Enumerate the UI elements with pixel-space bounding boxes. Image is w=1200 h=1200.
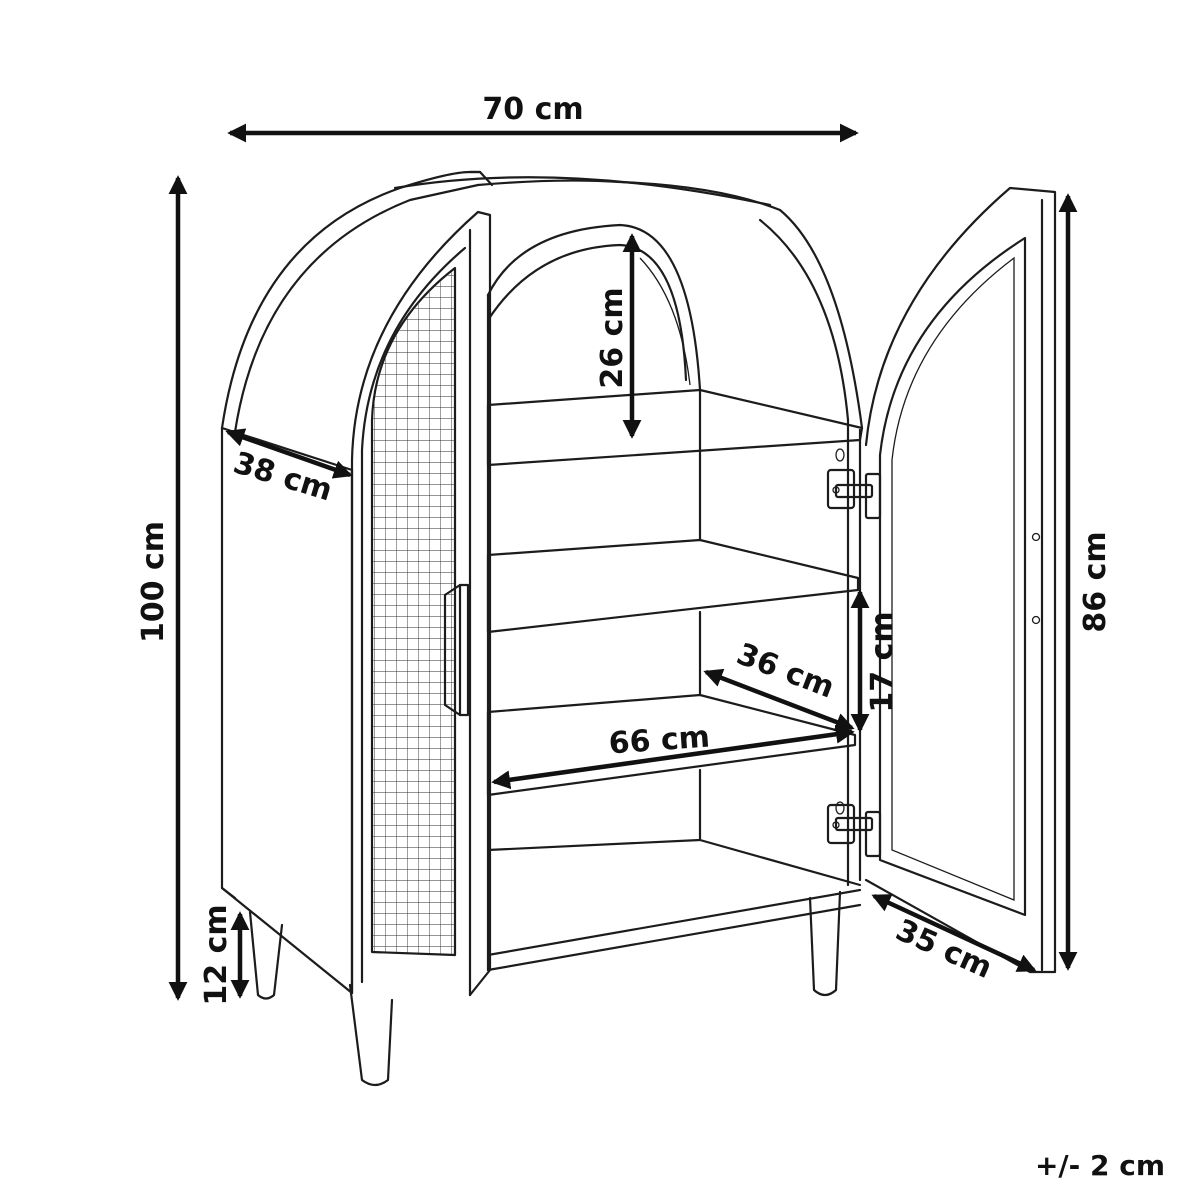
shelves bbox=[486, 388, 864, 797]
label-shelf-width: 66 cm bbox=[608, 720, 711, 762]
hinge-top bbox=[826, 448, 882, 520]
leg-front-right bbox=[808, 890, 842, 997]
dimension-labels: 70 cm 100 cm 38 cm 26 cm 86 cm 17 cm 36 … bbox=[136, 92, 1113, 1006]
left-door-handle bbox=[443, 583, 470, 717]
dim-door-width-line bbox=[871, 893, 1037, 973]
dim-shelf-depth-line bbox=[703, 668, 855, 732]
leg-left-rear bbox=[248, 910, 284, 1000]
hinge-bottom bbox=[826, 801, 882, 858]
cabinet-drawing bbox=[220, 170, 1057, 1087]
shelf-3 bbox=[486, 693, 857, 797]
label-depth: 38 cm bbox=[229, 445, 336, 508]
left-door bbox=[350, 210, 492, 997]
cabinet-interior bbox=[486, 223, 862, 972]
label-top-compartment: 26 cm bbox=[595, 287, 630, 388]
dim-depth-line bbox=[225, 428, 353, 479]
leg-front-left bbox=[348, 983, 394, 1087]
shelf-1 bbox=[486, 388, 864, 467]
left-side-panel bbox=[220, 426, 354, 995]
label-door-height: 86 cm bbox=[1078, 531, 1113, 632]
dim-shelf-width-line bbox=[491, 724, 855, 790]
label-leg-height: 12 cm bbox=[199, 904, 234, 1005]
tolerance-note: +/- 2 cm bbox=[1035, 1149, 1165, 1182]
dimension-lines bbox=[168, 123, 1078, 1001]
top-arch bbox=[220, 170, 864, 434]
label-width: 70 cm bbox=[482, 92, 583, 127]
shelf-2 bbox=[486, 538, 860, 634]
label-shelf-depth: 36 cm bbox=[732, 637, 839, 706]
label-height: 100 cm bbox=[136, 521, 171, 643]
right-door bbox=[864, 186, 1057, 974]
label-shelf-spacing: 17 cm bbox=[865, 611, 900, 712]
legs bbox=[248, 890, 842, 1087]
